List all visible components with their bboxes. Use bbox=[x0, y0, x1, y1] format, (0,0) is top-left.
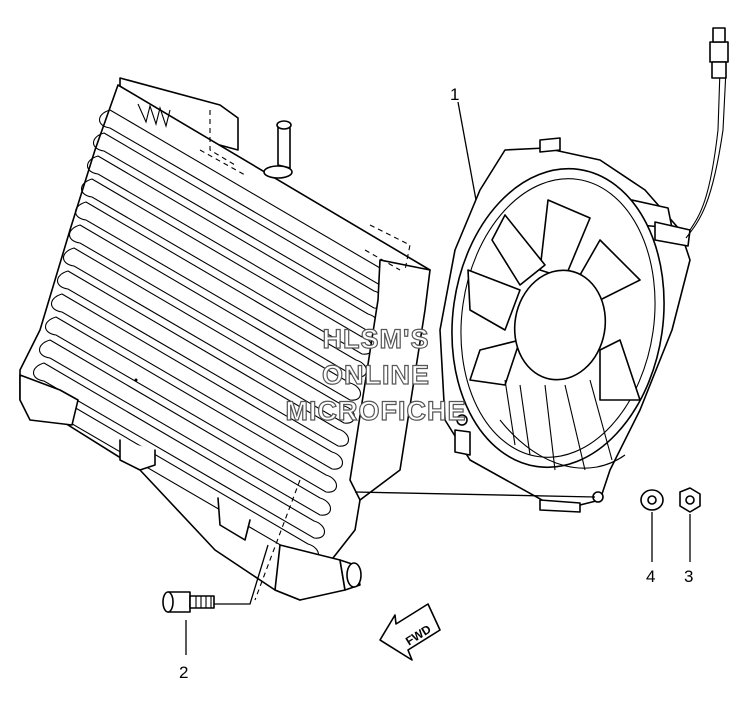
radiator-fin bbox=[44, 316, 338, 493]
watermark: HLSM'S ONLINE MICROFICHE bbox=[285, 323, 467, 426]
radiator-fin bbox=[74, 201, 368, 378]
radiator-fin bbox=[80, 178, 374, 355]
watermark-line-3: MICROFICHE bbox=[286, 396, 467, 426]
leader-line-fastener bbox=[354, 491, 596, 498]
callout-4: 4 bbox=[646, 567, 655, 586]
radiator-fin bbox=[68, 224, 362, 401]
fan-assembly bbox=[439, 27, 729, 513]
radiator-fin bbox=[50, 293, 344, 470]
radiator-fin bbox=[38, 339, 332, 516]
watermark-line-1: HLSM'S bbox=[323, 324, 430, 354]
leader-line-2b bbox=[214, 544, 269, 605]
nut bbox=[679, 487, 701, 513]
callout-3: 3 bbox=[684, 567, 693, 586]
fwd-arrow-icon: FWD bbox=[379, 603, 441, 661]
radiator-fin bbox=[32, 362, 326, 539]
callout-2: 2 bbox=[179, 663, 188, 682]
radiator-core bbox=[19, 77, 431, 601]
watermark-line-2: ONLINE bbox=[322, 360, 430, 390]
washer bbox=[640, 489, 664, 511]
radiator-fin bbox=[62, 247, 356, 424]
callout-1: 1 bbox=[450, 85, 459, 104]
leader-line-1 bbox=[457, 101, 477, 201]
radiator-fin bbox=[56, 270, 350, 447]
bolt bbox=[162, 591, 215, 613]
